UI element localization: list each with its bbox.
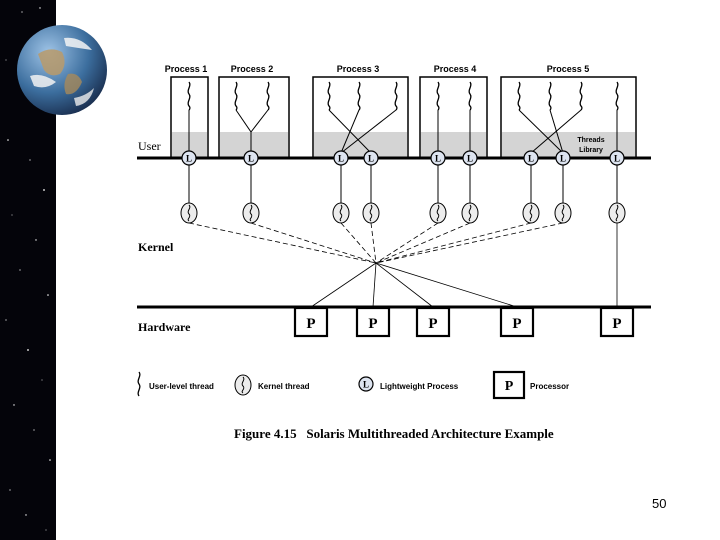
processor-symbol: P	[368, 316, 377, 332]
kernel-thread-legend-icon	[234, 374, 252, 396]
user-thread-to-lwp-lines	[188, 109, 618, 154]
threads-library-label-line2: Library	[579, 147, 603, 154]
star-field	[5, 7, 51, 531]
process-3-label: Process 3	[337, 64, 380, 74]
legend-user-thread-label: User-level thread	[149, 382, 214, 391]
process-4-label: Process 4	[434, 64, 477, 74]
process-1-label: Process 1	[165, 64, 208, 74]
user-layer-label: User	[138, 139, 161, 153]
processor-symbol: P	[428, 316, 437, 332]
processor-legend-icon: P	[492, 370, 526, 400]
user-thread-legend-icon	[137, 371, 141, 397]
processor-symbol: P	[306, 316, 315, 332]
legend-lwp-label: Lightweight Process	[380, 382, 459, 391]
lwp-to-kernel-thread-lines	[188, 158, 618, 205]
earth-globe-icon	[17, 25, 107, 115]
legend: User-level thread Kernel thread L Lightw…	[137, 370, 569, 400]
processor-symbol: P	[612, 316, 621, 332]
threads-library-label-line1: Threads	[577, 137, 604, 144]
lwp-symbol: L	[363, 380, 369, 390]
lwp-symbol: L	[467, 154, 473, 164]
lwp-symbol: L	[435, 154, 441, 164]
legend-kernel-thread-label: Kernel thread	[258, 382, 310, 391]
slide-number: 50	[652, 496, 667, 511]
lwp-symbol: L	[248, 154, 254, 164]
kernel-layer-label: Kernel	[138, 240, 174, 254]
lwp-symbol: L	[614, 154, 620, 164]
threads-library-regions	[172, 132, 635, 157]
lwp-symbol: L	[186, 154, 192, 164]
user-level-threads	[187, 81, 619, 111]
lwp-symbol: L	[368, 154, 374, 164]
legend-processor-label: Processor	[530, 382, 569, 391]
lwp-symbol: L	[560, 154, 566, 164]
processor-assignment-lines	[310, 223, 618, 308]
process-2-label: Process 2	[231, 64, 274, 74]
process-5-label: Process 5	[547, 64, 590, 74]
lwp-symbol: L	[528, 154, 534, 164]
figure-caption: Figure 4.15 Solaris Multithreaded Archit…	[234, 426, 554, 441]
lwp-legend-icon: L	[358, 376, 374, 392]
hardware-layer-label: Hardware	[138, 320, 191, 334]
processor-symbol: P	[505, 379, 514, 394]
processors: P P P P P	[293, 306, 635, 338]
lwp-symbol: L	[338, 154, 344, 164]
processor-symbol: P	[512, 316, 521, 332]
kernel-thread-scheduling-lines	[188, 222, 564, 264]
lightweight-processes: L L L L L L L L L	[181, 150, 625, 166]
kernel-threads	[180, 202, 626, 224]
